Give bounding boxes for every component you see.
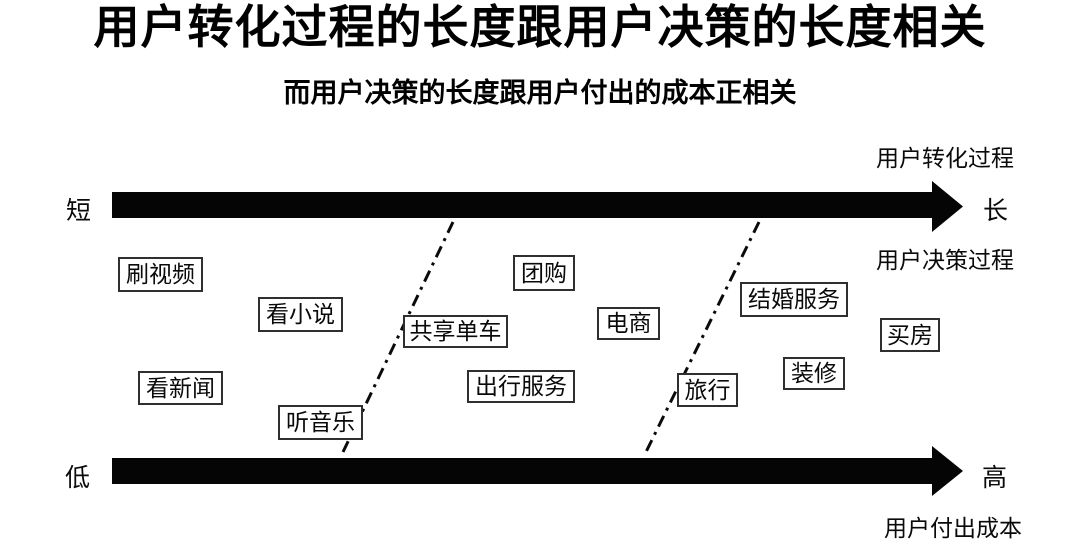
page-subtitle: 而用户决策的长度跟用户付出的成本正相关 [283, 78, 797, 108]
bottom-axis-title: 用户付出成本 [884, 516, 1022, 541]
item-box: 共享单车 [403, 315, 508, 348]
top-axis-right-end-label: 长 [983, 198, 1009, 225]
bottom-axis-left-end-label: 低 [65, 465, 91, 492]
item-box: 电商 [597, 307, 660, 340]
bottom-axis-right-end-label: 高 [982, 465, 1008, 492]
divider-line-2 [644, 221, 761, 453]
top-axis-arrow [112, 181, 963, 232]
item-box: 装修 [783, 357, 845, 390]
top-axis-left-end-label: 短 [66, 198, 92, 225]
item-box: 买房 [880, 318, 940, 352]
page-title: 用户转化过程的长度跟用户决策的长度相关 [93, 2, 987, 53]
bottom-axis-arrow [112, 446, 963, 496]
item-box: 出行服务 [467, 370, 575, 403]
item-box: 看新闻 [138, 371, 223, 405]
decision-axis-title: 用户决策过程 [876, 248, 1014, 273]
divider-line-1 [341, 221, 455, 453]
item-box: 团购 [513, 255, 575, 291]
item-box: 刷视频 [118, 257, 203, 292]
item-box: 旅行 [677, 373, 738, 407]
top-axis-title: 用户转化过程 [876, 146, 1014, 171]
item-box: 结婚服务 [740, 282, 848, 317]
item-box: 听音乐 [278, 405, 363, 440]
item-box: 看小说 [258, 297, 343, 332]
